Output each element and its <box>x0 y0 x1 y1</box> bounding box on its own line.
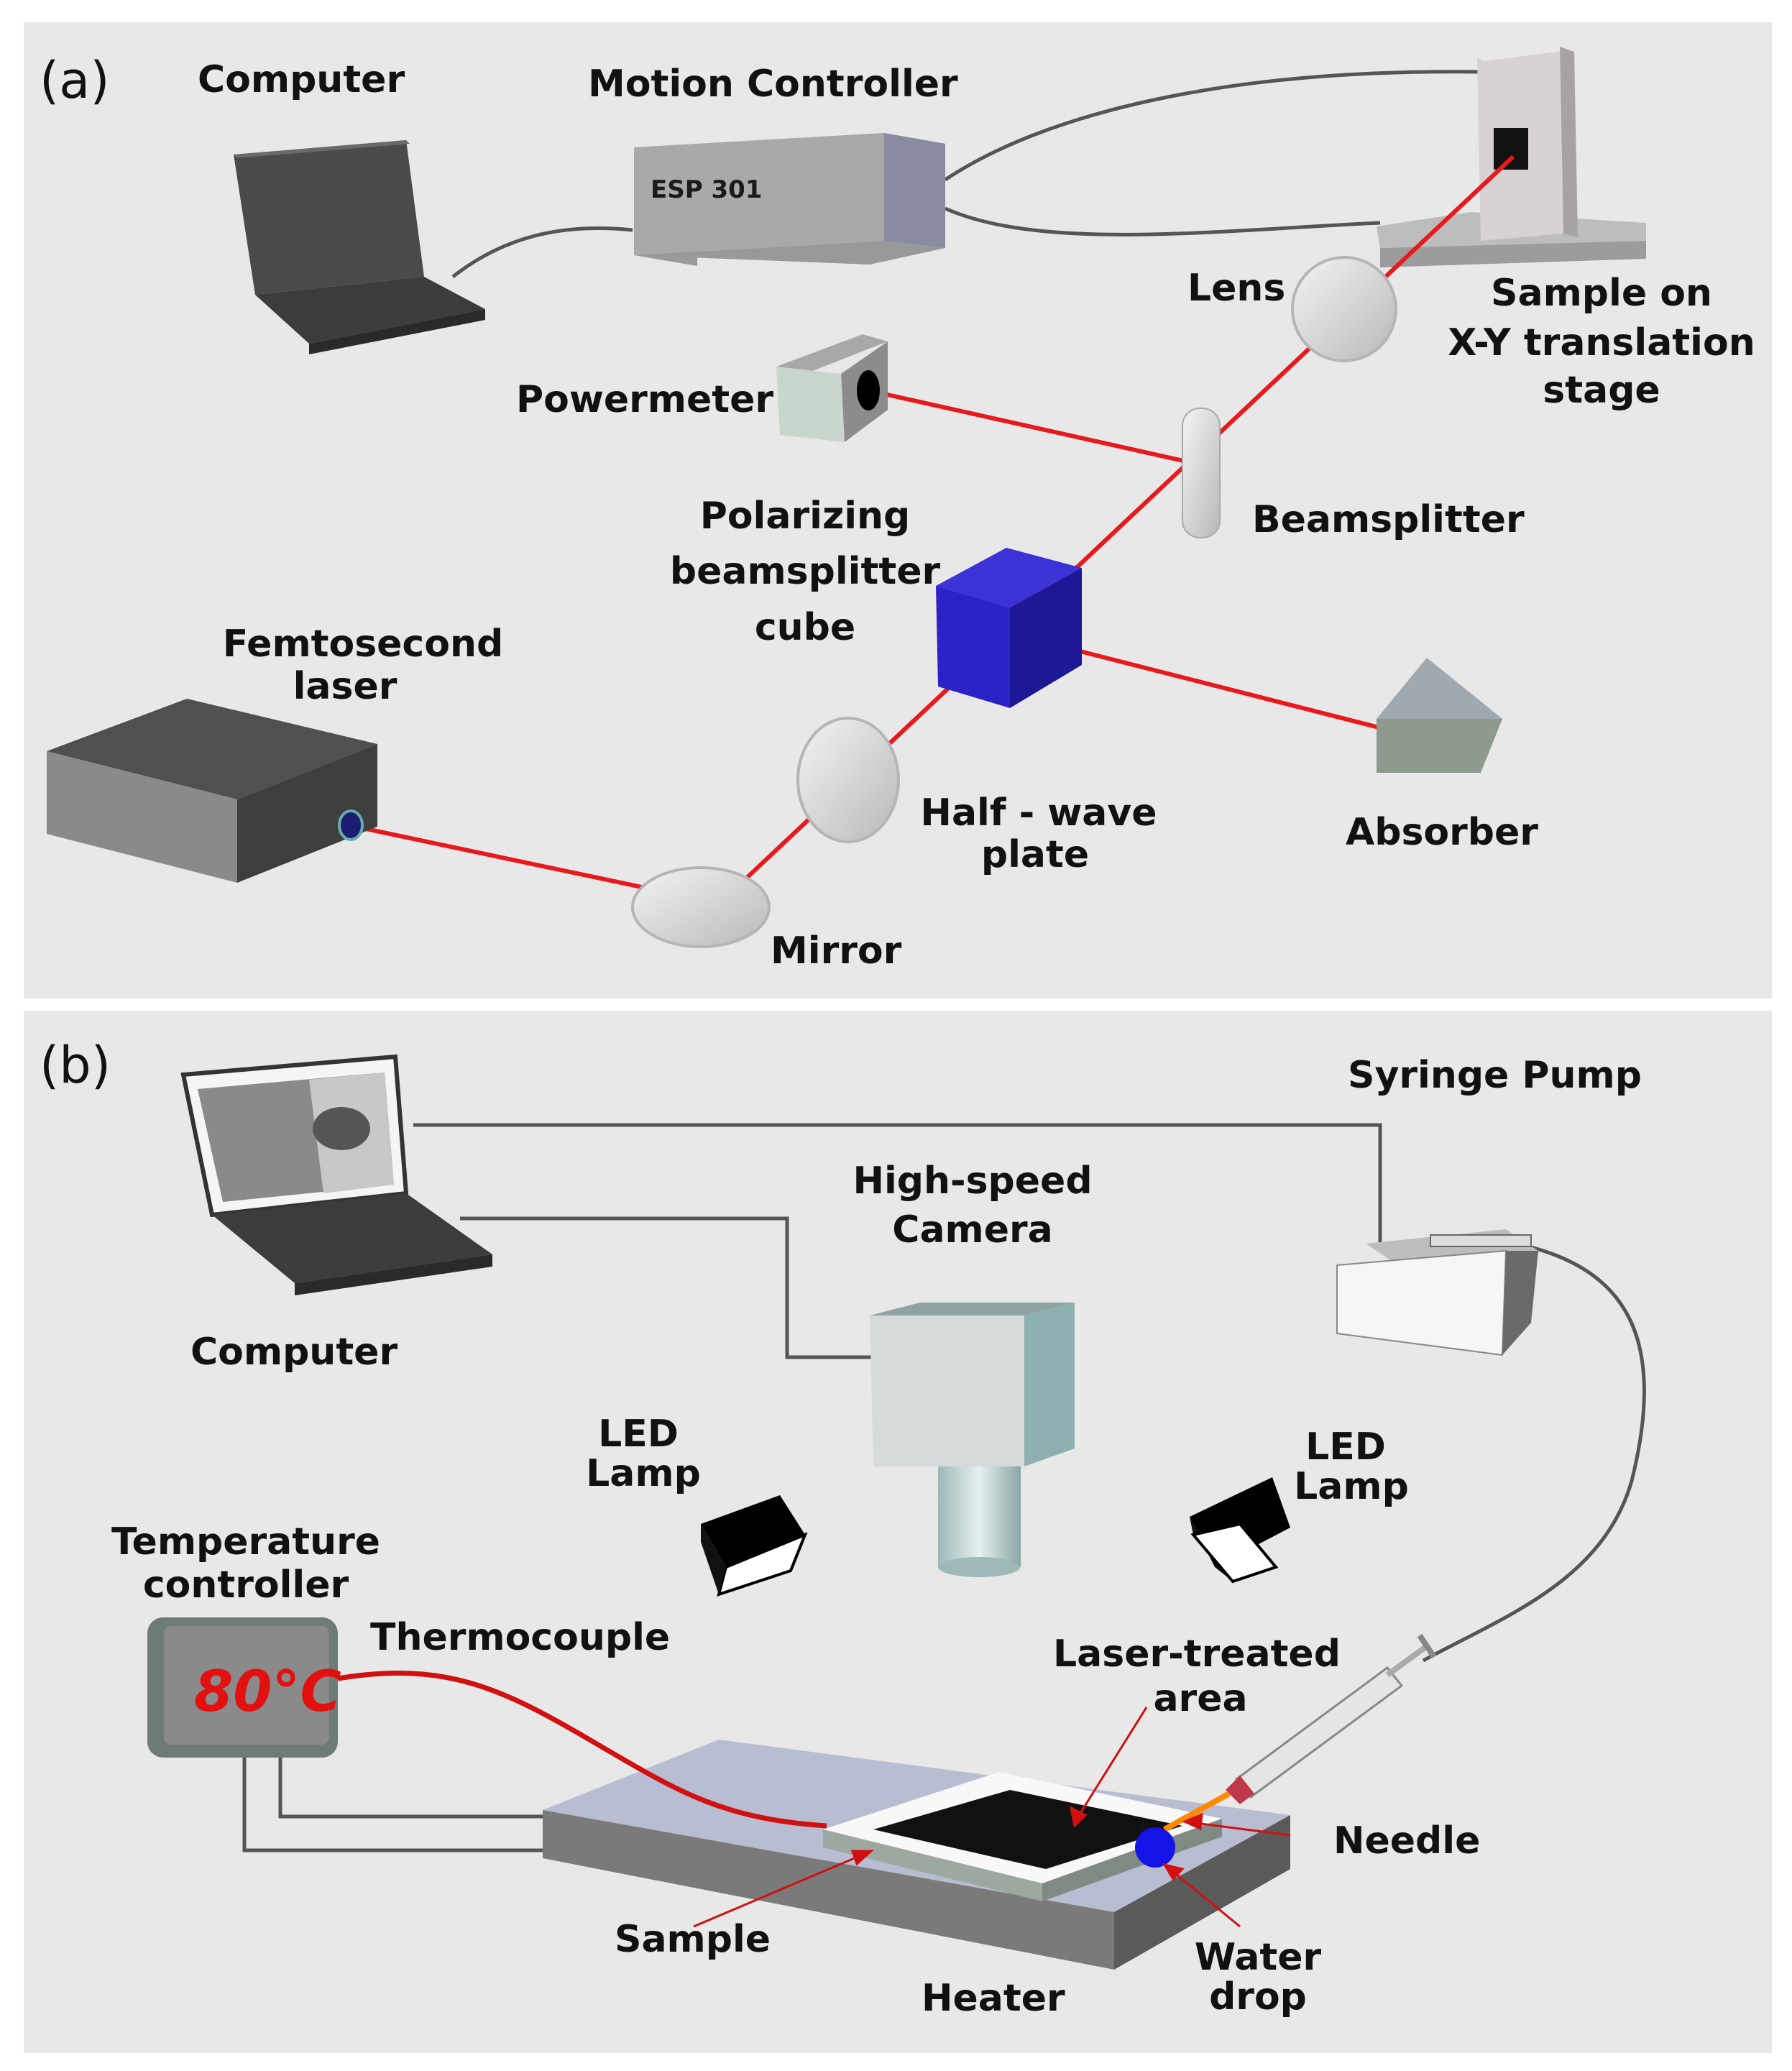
led-lamp-left <box>701 1495 808 1597</box>
label-pbs-3: cube <box>755 606 855 649</box>
label-syringe-pump: Syringe Pump <box>1348 1054 1642 1097</box>
powermeter-device <box>776 334 888 442</box>
lens-optic <box>1291 256 1397 362</box>
beamsplitter-plate <box>1182 408 1221 538</box>
label-half-wave-2: plate <box>981 833 1089 876</box>
droplet-image-icon <box>313 1107 370 1150</box>
absorber-block <box>1377 658 1502 773</box>
polarizing-beamsplitter-cube <box>936 548 1082 708</box>
computer-controller-cable <box>451 226 633 278</box>
led-lamp-right <box>1190 1477 1290 1584</box>
label-computer-b: Computer <box>190 1331 398 1374</box>
label-pbs-1: Polarizing <box>700 495 911 538</box>
powermeter-aperture <box>857 370 880 410</box>
label-water-drop-1: Water <box>1195 1936 1322 1979</box>
label-absorber: Absorber <box>1346 811 1538 854</box>
label-camera-1: High-speed <box>853 1160 1092 1203</box>
label-powermeter: Powermeter <box>516 378 773 421</box>
sample-plate <box>823 1772 1222 1901</box>
label-camera-2: Camera <box>892 1208 1052 1252</box>
needle <box>1163 1791 1231 1832</box>
annotation-arrows <box>693 1707 1291 1928</box>
controller-stage-cable-bottom <box>944 206 1381 237</box>
motion-controller-box <box>634 133 945 266</box>
label-needle: Needle <box>1333 1819 1480 1863</box>
label-beamsplitter: Beamsplitter <box>1252 498 1525 541</box>
sample-target <box>1494 128 1528 170</box>
computer-laptop <box>234 140 485 354</box>
label-computer-a: Computer <box>198 58 405 101</box>
syringe-pump-device <box>1336 1229 1538 1356</box>
label-laser-treated-1: Laser-treated <box>1053 1633 1341 1676</box>
laser-aperture <box>338 809 364 841</box>
temperature-controller-box <box>147 1617 338 1758</box>
label-motion-controller: Motion Controller <box>588 63 958 106</box>
label-sample-stage-1: Sample on <box>1491 272 1712 315</box>
label-pbs-2: beamsplitter <box>670 550 941 593</box>
controller-stage-cable-top <box>944 70 1481 182</box>
label-led-right-1: LED <box>1305 1425 1386 1469</box>
half-wave-plate-optic <box>796 717 900 843</box>
label-led-left-2: Lamp <box>586 1452 701 1495</box>
femtosecond-laser-box <box>47 699 377 883</box>
label-heater: Heater <box>922 1977 1065 2020</box>
label-led-left-1: LED <box>598 1413 679 1456</box>
label-thermocouple: Thermocouple <box>370 1616 670 1659</box>
esp-label: ESP 301 <box>651 175 762 204</box>
label-led-right-2: Lamp <box>1294 1465 1409 1508</box>
label-sample: Sample <box>615 1918 771 1961</box>
label-lens: Lens <box>1187 267 1285 310</box>
label-sample-stage-3: stage <box>1543 369 1660 412</box>
mirror-optic <box>631 866 771 948</box>
water-drop <box>1135 1827 1175 1868</box>
thermocouple-wire <box>337 1671 827 1829</box>
label-laser-2: laser <box>293 665 398 708</box>
label-mirror: Mirror <box>771 929 902 973</box>
label-temp-controller-2: controller <box>143 1563 349 1607</box>
high-speed-camera <box>870 1303 1075 1577</box>
panel-a-tag: (a) <box>40 51 110 110</box>
temperature-readout: 80°C <box>194 1660 341 1725</box>
label-laser-1: Femtosecond <box>223 623 503 666</box>
panel-b-wires <box>242 1123 1647 1852</box>
computer-laptop-b <box>180 1054 492 1295</box>
label-half-wave-1: Half - wave <box>920 791 1157 835</box>
syringe <box>1226 1633 1437 1804</box>
xy-translation-stage <box>1377 47 1646 267</box>
label-temp-controller-1: Temperature <box>111 1520 380 1563</box>
label-laser-treated-2: area <box>1153 1677 1247 1720</box>
label-water-drop-2: drop <box>1209 1975 1307 2019</box>
panel-b-tag: (b) <box>40 1036 111 1095</box>
label-sample-stage-2: X-Y translation <box>1448 321 1755 364</box>
